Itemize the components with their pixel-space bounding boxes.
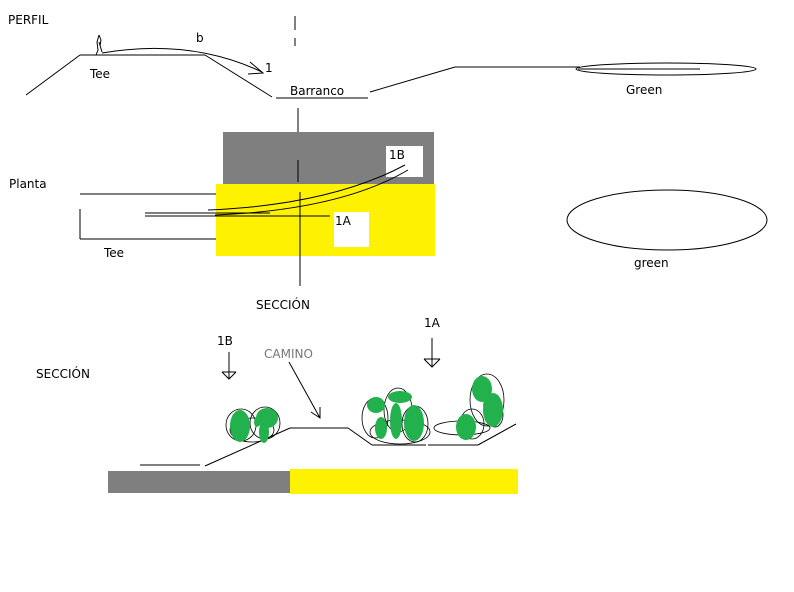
tee-plan-label: Tee <box>104 246 125 260</box>
section-terrain-profile <box>140 423 517 467</box>
profile-section <box>25 16 757 132</box>
plan-label-box-1a <box>334 212 369 247</box>
profile-slope-down <box>204 54 273 98</box>
camino-leader-arrow <box>288 361 321 419</box>
green-plan-label: green <box>634 256 669 270</box>
label-1b-plan: 1B <box>389 148 405 162</box>
camino-label: CAMINO <box>264 347 313 361</box>
b-label: b <box>196 31 204 45</box>
planta-title: Planta <box>9 177 47 191</box>
trajectory-arrowhead <box>247 61 265 75</box>
tree-group-left <box>225 406 281 443</box>
section-yellow-band <box>290 469 518 494</box>
plan-green-ellipse <box>566 189 768 251</box>
seccion-plan-label: SECCIÓN <box>256 298 310 312</box>
cross-section <box>108 338 518 494</box>
label-1b-section: 1B <box>217 334 233 348</box>
section-gray-band <box>108 471 290 493</box>
golfer-figure <box>95 34 103 56</box>
label-1a-plan: 1A <box>335 214 351 228</box>
profile-green-ellipse <box>575 62 757 76</box>
marker-1b-arrow <box>221 352 237 380</box>
tee-profile-label: Tee <box>90 67 111 81</box>
perfil-title: PERFIL <box>8 13 49 27</box>
label-1a-section: 1A <box>424 316 440 330</box>
tree-group-center <box>361 387 431 445</box>
profile-ground-left <box>25 54 81 96</box>
green-profile-label: Green <box>626 83 663 97</box>
marker-1a-arrow <box>423 338 441 368</box>
one-label: 1 <box>265 61 273 75</box>
profile-ground-rise <box>369 66 456 93</box>
plan-shot-curve-2 <box>214 169 409 216</box>
plan-section <box>79 132 768 286</box>
tree-group-right <box>433 373 505 440</box>
barranco-label: Barranco <box>290 84 345 98</box>
seccion-title: SECCIÓN <box>36 367 90 381</box>
plan-yellow-zone <box>216 184 435 256</box>
plan-shot-curve-1 <box>207 164 406 211</box>
ball-flight-trajectory <box>101 47 263 73</box>
